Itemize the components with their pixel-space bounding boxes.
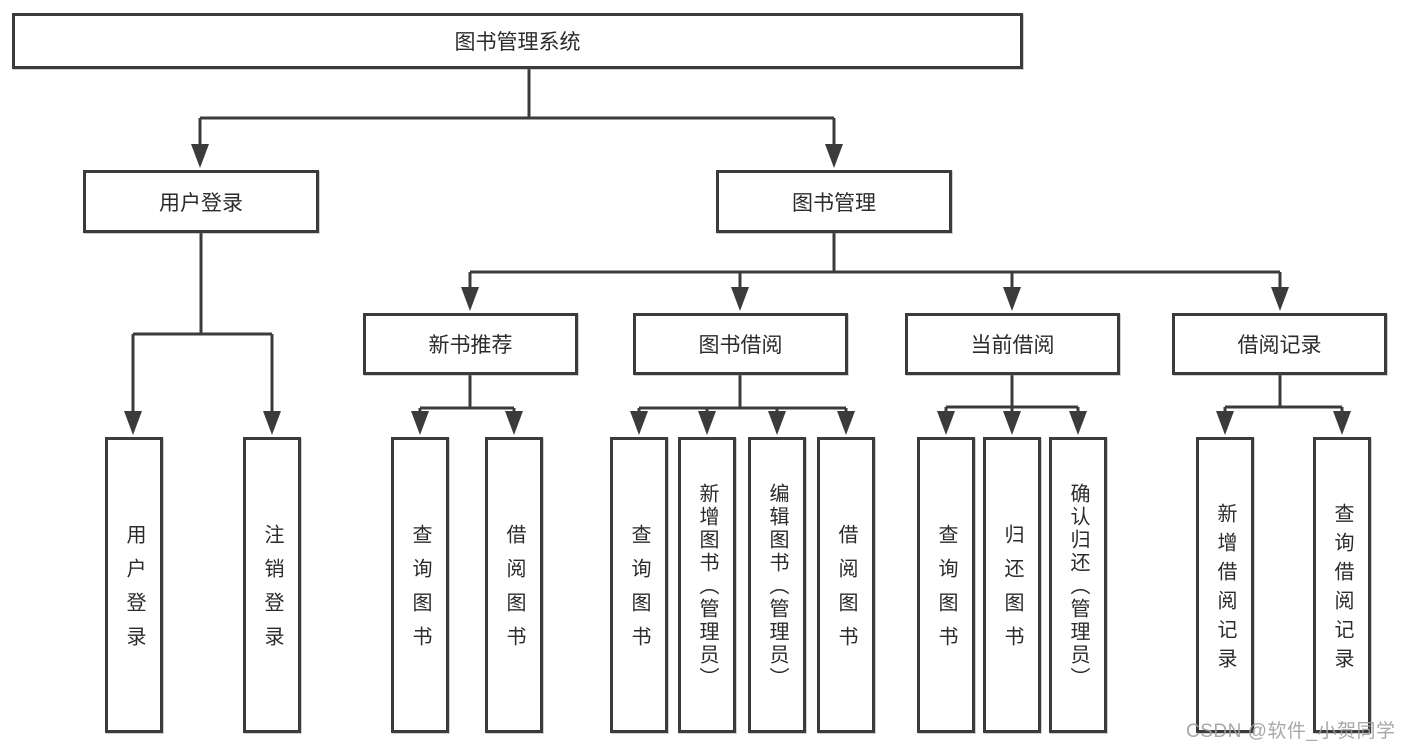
leaf-query-books-recommend: 查询图书 <box>391 437 449 733</box>
leaf-logout: 注销登录 <box>243 437 301 733</box>
leaf-borrow-books: 借阅图书 <box>817 437 875 733</box>
leaf-label: 归还图书 <box>1001 524 1023 660</box>
node-book-management: 图书管理 <box>716 170 952 233</box>
leaf-label: 借阅图书 <box>835 524 857 660</box>
node-label: 借阅记录 <box>1237 334 1322 357</box>
leaf-confirm-return-admin: 确认归还（管理员） <box>1049 437 1107 733</box>
node-label: 图书管理 <box>792 191 876 215</box>
node-label: 用户登录 <box>159 191 243 215</box>
csdn-watermark: CSDN @软件_小贺同学 <box>1186 721 1396 742</box>
leaf-add-borrow-record: 新增借阅记录 <box>1196 437 1254 733</box>
node-user-login: 用户登录 <box>83 170 319 233</box>
leaf-label: 注销登录 <box>261 524 283 660</box>
leaf-label: 查询借阅记录 <box>1331 502 1353 677</box>
node-new-book-recommendation: 新书推荐 <box>363 313 578 375</box>
node-current-borrowing: 当前借阅 <box>905 313 1120 375</box>
node-label: 当前借阅 <box>970 334 1055 357</box>
node-borrowing-records: 借阅记录 <box>1172 313 1387 375</box>
node-label: 新书推荐 <box>428 334 513 357</box>
leaf-label: 查询图书 <box>409 524 431 660</box>
leaf-label: 用户登录 <box>123 524 145 660</box>
leaf-label: 新增图书（管理员） <box>696 483 718 690</box>
leaf-return-books: 归还图书 <box>983 437 1041 733</box>
node-label: 图书借阅 <box>698 334 783 357</box>
leaf-query-books-borrow: 查询图书 <box>610 437 668 733</box>
node-label: 图书管理系统 <box>454 31 581 54</box>
leaf-borrow-books-recommend: 借阅图书 <box>485 437 543 733</box>
node-library-management-system: 图书管理系统 <box>12 13 1023 69</box>
leaf-label: 借阅图书 <box>503 524 525 660</box>
leaf-label: 查询图书 <box>628 524 650 660</box>
leaf-user-login: 用户登录 <box>105 437 163 733</box>
leaf-query-borrow-record: 查询借阅记录 <box>1313 437 1371 733</box>
leaf-edit-books-admin: 编辑图书（管理员） <box>748 437 806 733</box>
leaf-query-books-current: 查询图书 <box>917 437 975 733</box>
leaf-label: 编辑图书（管理员） <box>766 483 788 690</box>
leaf-add-books-admin: 新增图书（管理员） <box>678 437 736 733</box>
leaf-label: 新增借阅记录 <box>1214 502 1236 677</box>
leaf-label: 查询图书 <box>935 524 957 660</box>
leaf-label: 确认归还（管理员） <box>1067 483 1089 690</box>
node-book-borrowing: 图书借阅 <box>633 313 848 375</box>
